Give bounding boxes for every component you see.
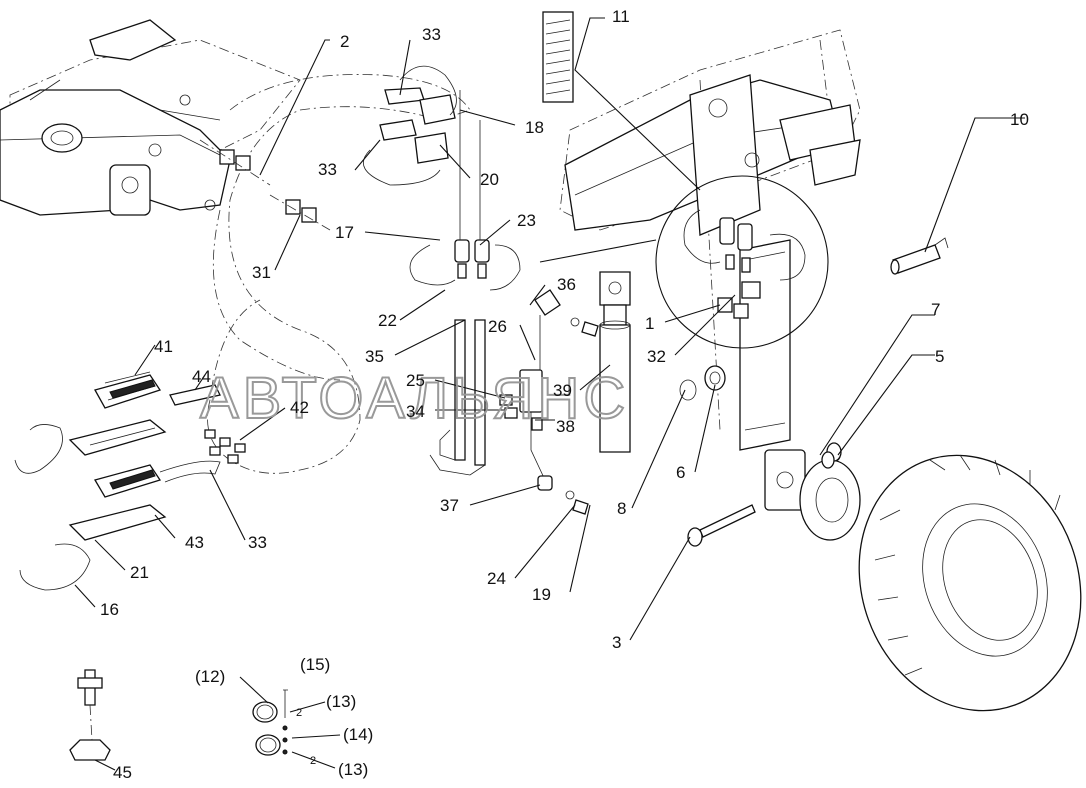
callout-35: 35 <box>365 347 384 366</box>
leader-lines <box>74 17 1025 771</box>
cylinder-part-39 <box>599 271 631 453</box>
callout-8: 8 <box>617 499 626 518</box>
legend-small-2a: 2 <box>296 707 302 719</box>
callout-38: 38 <box>556 417 575 436</box>
clamp-part-45 <box>69 669 111 761</box>
legend-13a: (13) <box>326 692 356 711</box>
clamps <box>199 139 331 231</box>
legend-15: (15) <box>300 655 330 674</box>
callout-2: 2 <box>340 32 349 51</box>
main-frame-left <box>0 19 231 216</box>
reflector-part-11 <box>542 11 574 103</box>
callout-16: 16 <box>100 600 119 619</box>
ring-legend <box>252 689 288 756</box>
callout-24: 24 <box>487 569 506 588</box>
callout-37: 37 <box>440 496 459 515</box>
callout-6: 6 <box>676 463 685 482</box>
washers <box>679 365 842 469</box>
callout-23: 23 <box>517 211 536 230</box>
callout-34: 34 <box>406 402 425 421</box>
callout-10: 10 <box>1010 110 1029 129</box>
watermark-text: АВТОАЛЬЯНС <box>200 366 629 431</box>
callout-labels: 2 33 18 33 20 17 23 31 22 36 26 35 25 34… <box>100 7 1029 782</box>
callout-26: 26 <box>488 317 507 336</box>
callout-19: 19 <box>532 585 551 604</box>
callout-5: 5 <box>935 347 944 366</box>
callout-18: 18 <box>525 118 544 137</box>
callout-41: 41 <box>154 337 173 356</box>
callout-1: 1 <box>645 314 654 333</box>
callout-33c: 33 <box>248 533 267 552</box>
callout-43: 43 <box>185 533 204 552</box>
callout-3: 3 <box>612 633 621 652</box>
callout-21: 21 <box>130 563 149 582</box>
callout-31: 31 <box>252 263 271 282</box>
callout-33a: 33 <box>422 25 441 44</box>
detail-circle <box>539 175 829 349</box>
legend-12: (12) <box>195 667 225 686</box>
hose-assemblies-left <box>14 371 246 591</box>
callout-44: 44 <box>192 367 211 386</box>
callout-39: 39 <box>553 381 572 400</box>
pin-part-10 <box>890 237 949 275</box>
legend-14: (14) <box>343 725 373 744</box>
legend-13b: (13) <box>338 760 368 779</box>
wheel-tire <box>858 454 1082 712</box>
legend-labels: (12) (15) (13) (14) (13) 2 2 <box>195 655 373 779</box>
couplers-center <box>363 65 599 515</box>
callout-25: 25 <box>406 371 425 390</box>
bolt-part-3 <box>687 504 756 547</box>
callout-7: 7 <box>931 300 940 319</box>
callout-33b: 33 <box>318 160 337 179</box>
callout-45: 45 <box>113 763 132 782</box>
callout-36: 36 <box>557 275 576 294</box>
callout-22: 22 <box>378 311 397 330</box>
callout-20: 20 <box>480 170 499 189</box>
callout-32: 32 <box>647 347 666 366</box>
callout-11: 11 <box>612 7 630 26</box>
callout-17: 17 <box>335 223 354 242</box>
legend-small-2b: 2 <box>310 755 316 767</box>
callout-42: 42 <box>290 398 309 417</box>
